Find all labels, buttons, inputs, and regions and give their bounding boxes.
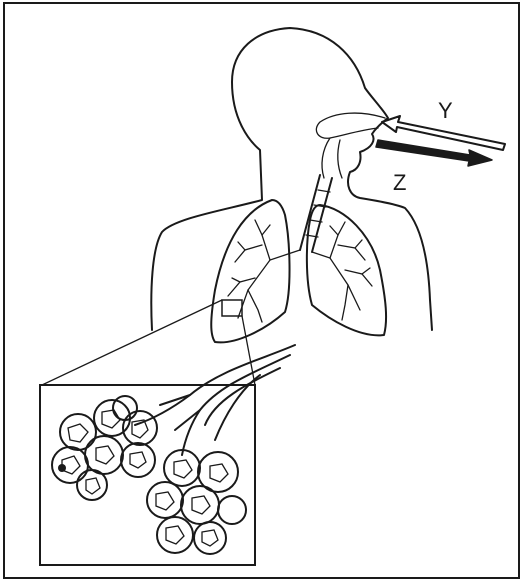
label-y: Y <box>438 98 453 123</box>
label-z: Z <box>393 170 406 195</box>
alveolus-dark-spot <box>58 464 66 472</box>
